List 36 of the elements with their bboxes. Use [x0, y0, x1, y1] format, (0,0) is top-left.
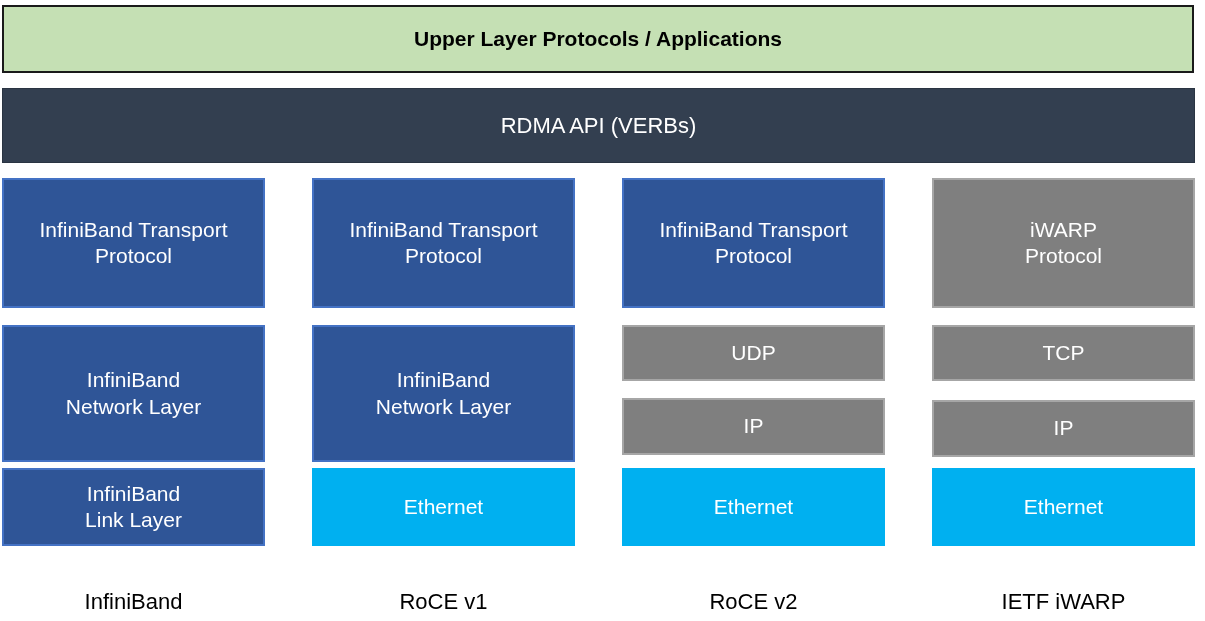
- layer-label: InfiniBand Network Layer: [64, 367, 203, 420]
- layer-label: InfiniBand Link Layer: [84, 480, 183, 533]
- layer-label: Ethernet: [713, 493, 794, 520]
- layer-label: InfiniBand Network Layer: [374, 367, 513, 420]
- protocol-layer-box: [312, 178, 575, 308]
- layer-label: UDP: [731, 339, 776, 366]
- protocol-layer-box: [932, 178, 1195, 308]
- column-caption: RoCE v2: [709, 588, 798, 616]
- link-layer-box: [312, 468, 575, 546]
- layer-label: IP: [743, 413, 764, 440]
- link-layer-box: [622, 468, 885, 546]
- layer-label: iWARP Protocol: [1023, 216, 1103, 269]
- layer-label: InfiniBand Transport Protocol: [38, 216, 229, 269]
- column-caption: RoCE v1: [399, 588, 488, 616]
- protocol-layer-box: [932, 400, 1195, 457]
- api-layer-bar: [2, 88, 1195, 163]
- layer-banner: [2, 5, 1194, 73]
- layer-label: Ethernet: [403, 493, 484, 520]
- layer-label: Upper Layer Protocols / Applications: [414, 25, 782, 52]
- layer-label: TCP: [1042, 339, 1085, 366]
- layer-label: InfiniBand Transport Protocol: [658, 216, 849, 269]
- protocol-layer-box: [932, 325, 1195, 381]
- column-caption: IETF iWARP: [1001, 588, 1126, 616]
- layer-label: RDMA API (VERBs): [500, 111, 697, 140]
- protocol-layer-box: [622, 398, 885, 455]
- protocol-layer-box: [2, 468, 265, 546]
- layer-label: IP: [1053, 415, 1074, 442]
- column-caption: InfiniBand: [84, 588, 183, 616]
- protocol-layer-box: [622, 325, 885, 381]
- layer-label: InfiniBand Transport Protocol: [348, 216, 539, 269]
- protocol-layer-box: [312, 325, 575, 462]
- protocol-layer-box: [2, 178, 265, 308]
- link-layer-box: [932, 468, 1195, 546]
- protocol-layer-box: [2, 325, 265, 462]
- layer-label: Ethernet: [1023, 493, 1104, 520]
- protocol-layer-box: [622, 178, 885, 308]
